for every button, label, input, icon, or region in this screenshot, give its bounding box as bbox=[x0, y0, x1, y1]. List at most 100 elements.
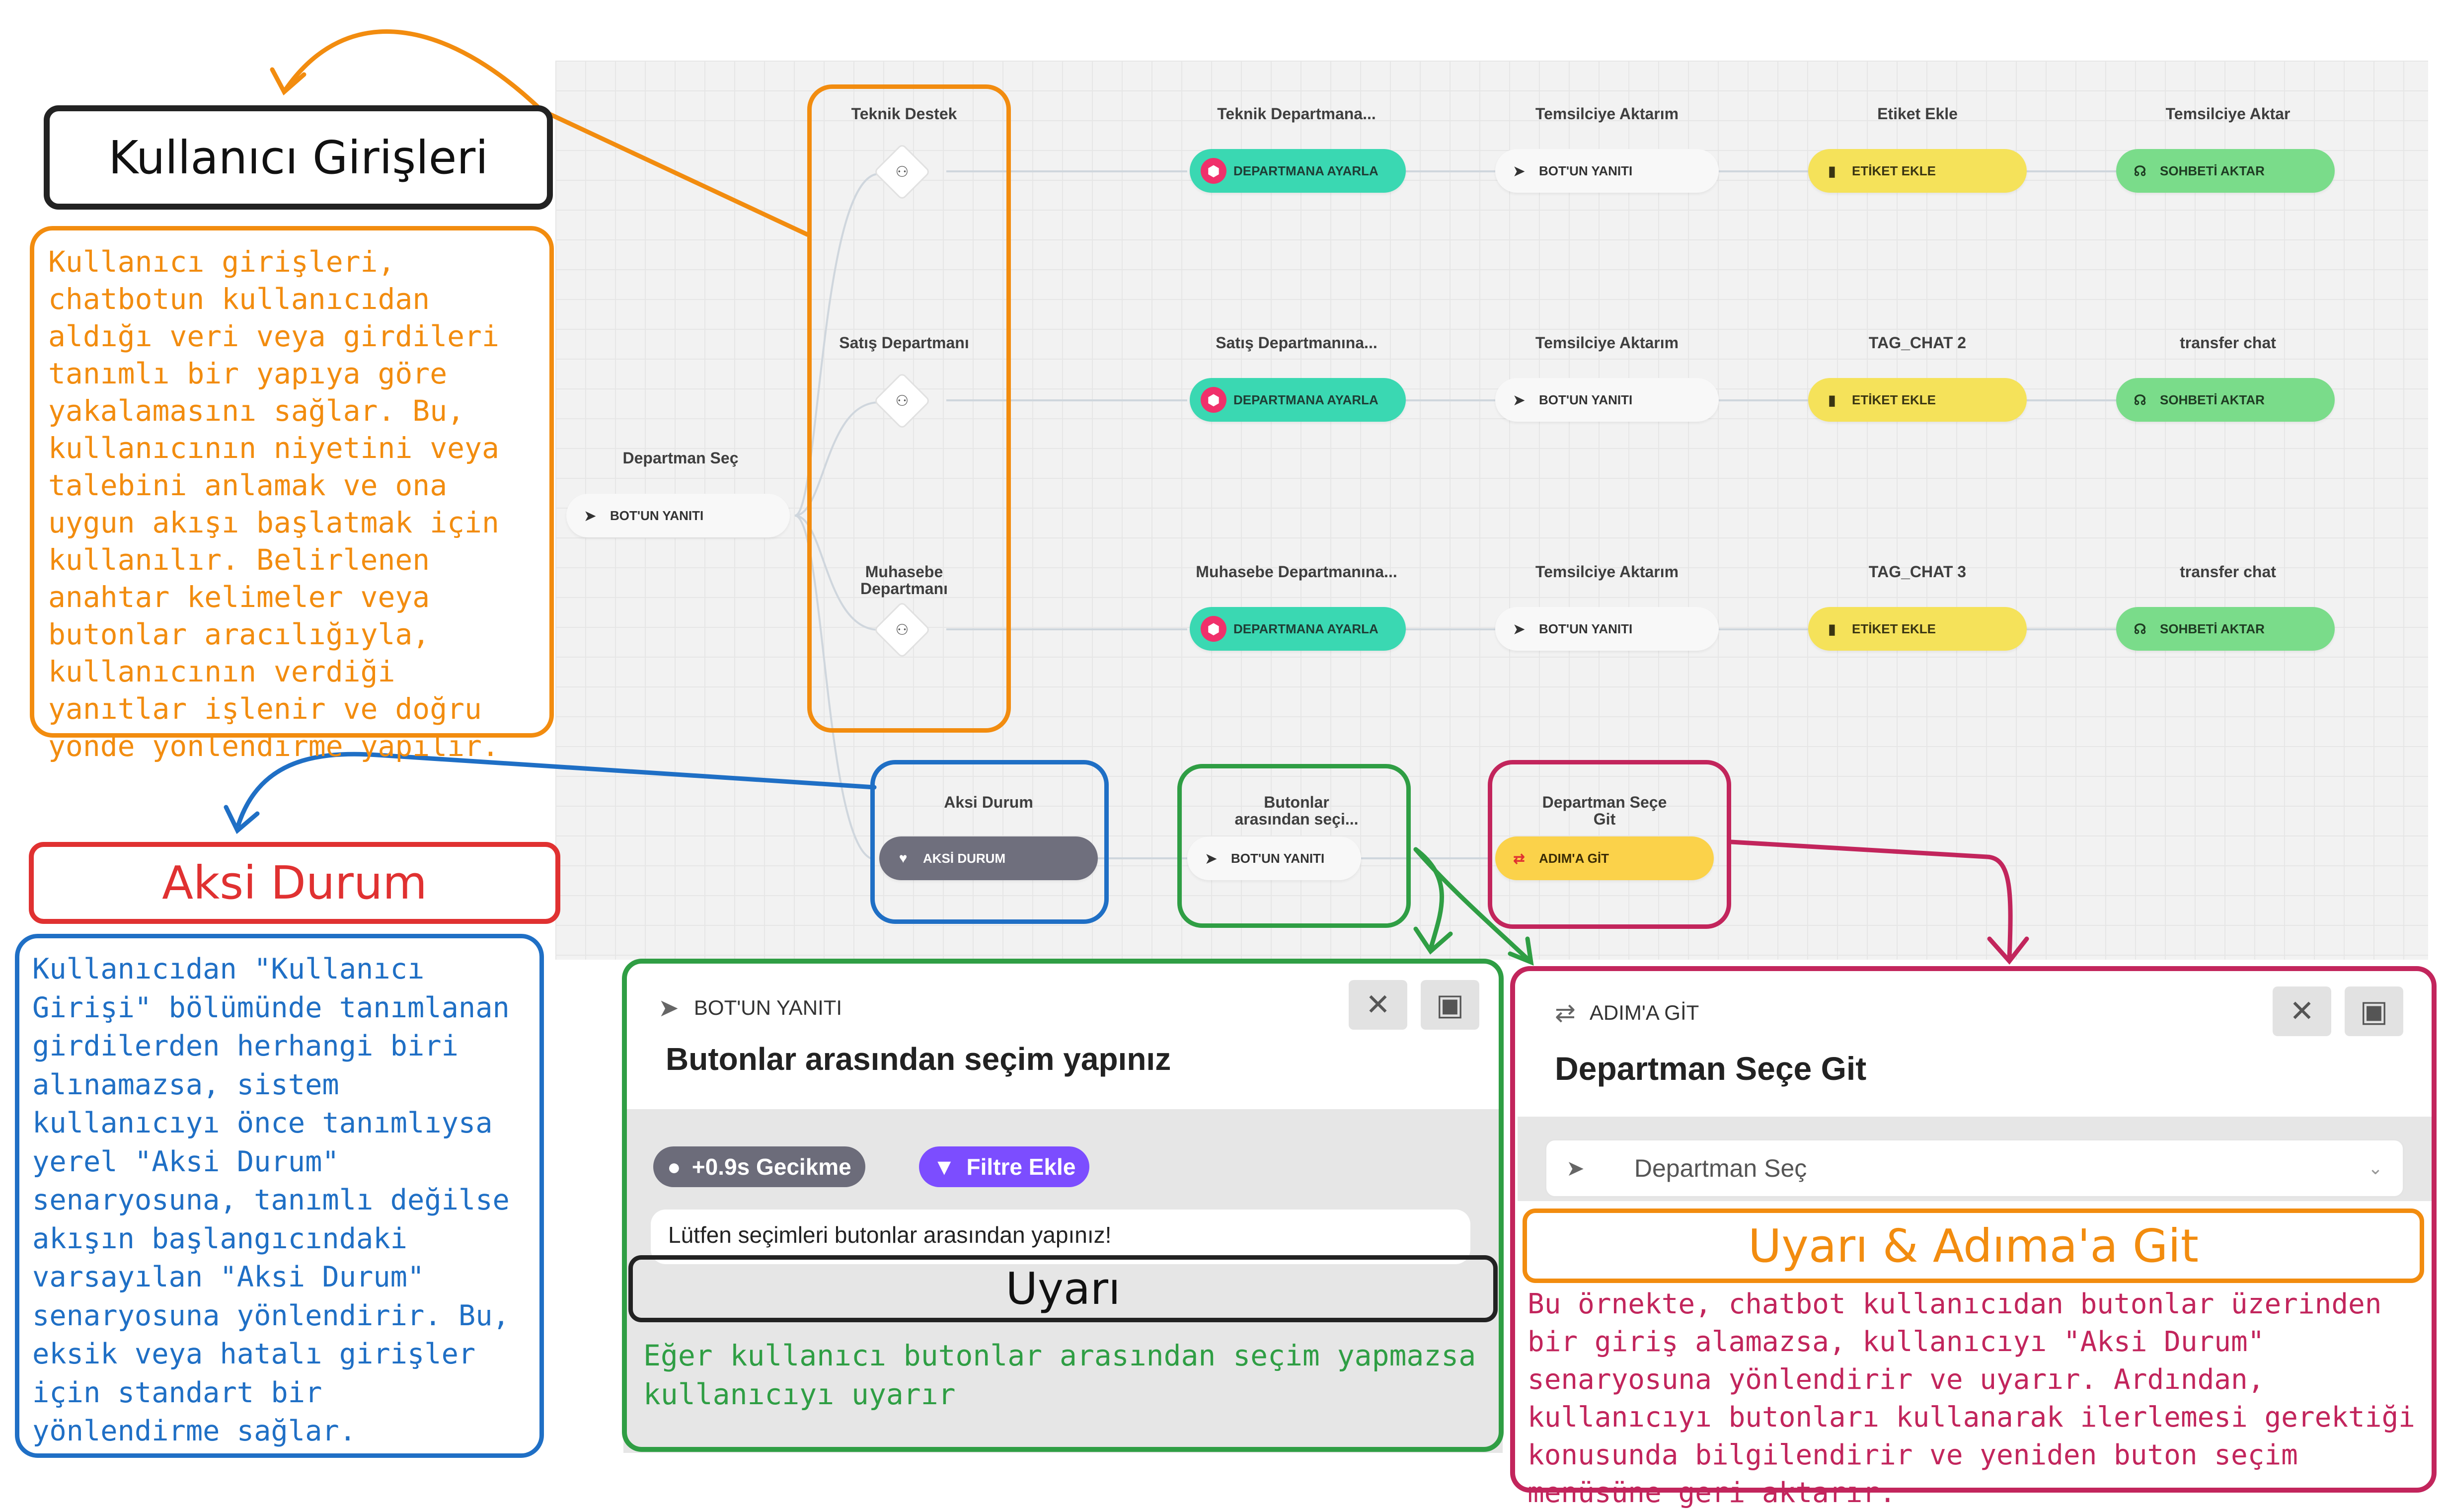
transfer-title-row3: transfer chat bbox=[2180, 563, 2276, 581]
dept-pill-row3[interactable]: ⬢ DEPARTMANA AYARLA bbox=[1190, 607, 1406, 651]
goto-pill-label: ADIM'A GİT bbox=[1539, 850, 1609, 866]
tag-pill-label: ETİKET EKLE bbox=[1852, 163, 1936, 178]
rep-pill-row3[interactable]: ➤ BOT'UN YANITI bbox=[1495, 607, 1719, 651]
save-button[interactable]: ▣ bbox=[1421, 980, 1479, 1030]
dept-pill-label: DEPARTMANA AYARLA bbox=[1233, 392, 1378, 407]
inputs-annotation-title: Kullanıcı Girişleri bbox=[44, 105, 553, 210]
fallback-pill-label: AKSİ DURUM bbox=[923, 850, 1006, 866]
input-title-row3: Muhasebe Departmanı bbox=[860, 563, 948, 598]
goto-highlight-box bbox=[1488, 760, 1731, 929]
input-title-row2: Satış Departmanı bbox=[839, 334, 969, 352]
rep-pill-label: BOT'UN YANITI bbox=[1539, 392, 1633, 407]
rep-pill-row2[interactable]: ➤ BOT'UN YANITI bbox=[1495, 378, 1719, 422]
inputs-annotation-title-text: Kullanıcı Girişleri bbox=[108, 131, 488, 184]
bot-reply-panel: ➤ BOT'UN YANITI Butonlar arasından seçim… bbox=[623, 961, 1503, 1453]
close-button[interactable]: ✕ bbox=[1349, 980, 1407, 1030]
paper-plane-icon: ➤ bbox=[658, 994, 679, 1022]
delay-chip[interactable]: ● +0.9s Gecikme bbox=[653, 1146, 865, 1187]
rep-pill-row1[interactable]: ➤ BOT'UN YANITI bbox=[1495, 149, 1719, 193]
warning-label-text: Uyarı bbox=[1005, 1263, 1121, 1314]
dept-pill-row1[interactable]: ⬢ DEPARTMANA AYARLA bbox=[1190, 149, 1406, 193]
transfer-pill-label: SOHBETİ AKTAR bbox=[2160, 392, 2265, 407]
fallback-highlight-box bbox=[870, 760, 1109, 924]
message-bubble[interactable]: Lütfen seçimleri butonlar arasından yapı… bbox=[651, 1210, 1470, 1264]
goto-save-button[interactable]: ▣ bbox=[2345, 986, 2403, 1036]
route-icon: ⇄ bbox=[1513, 850, 1525, 866]
rep-pill-label: BOT'UN YANITI bbox=[1539, 621, 1633, 636]
filter-icon: ▼ bbox=[933, 1154, 956, 1180]
paper-plane-icon: ➤ bbox=[1513, 163, 1525, 179]
paper-plane-icon: ➤ bbox=[584, 508, 596, 524]
fallback-annotation-text: Kullanıcıdan "Kullanıcı Girişi" bölümünd… bbox=[15, 934, 544, 1458]
filter-chip-label: Filtre Ekle bbox=[966, 1154, 1076, 1180]
tag-pill-row3[interactable]: ▮ ETİKET EKLE bbox=[1808, 607, 2027, 651]
transfer-pill-label: SOHBETİ AKTAR bbox=[2160, 163, 2265, 178]
transfer-pill-row2[interactable]: ☊ SOHBETİ AKTAR bbox=[2116, 378, 2335, 422]
save-icon: ▣ bbox=[1436, 988, 1464, 1021]
goto-node-title: Departman Seçe Git bbox=[1542, 793, 1667, 828]
start-node-title: Departman Seç bbox=[622, 449, 739, 467]
dept-pill-label: DEPARTMANA AYARLA bbox=[1233, 163, 1378, 178]
broken-heart-icon: ♥ bbox=[899, 850, 908, 866]
tag-pill-label: ETİKET EKLE bbox=[1852, 392, 1936, 407]
headset-icon: ☊ bbox=[2134, 392, 2146, 408]
step-select[interactable]: ➤ Departman Seç ⌄ bbox=[1545, 1139, 2404, 1198]
buttons-node-pill[interactable]: ➤ BOT'UN YANITI bbox=[1187, 836, 1361, 880]
headset-icon: ☊ bbox=[2134, 163, 2146, 179]
goto-type-label: ADIM'A GİT bbox=[1589, 1001, 1699, 1024]
dept-title-row2: Satış Departmanına... bbox=[1216, 334, 1377, 352]
bot-reply-title: Butonlar arasından seçim yapınız bbox=[666, 1041, 1171, 1077]
department-icon: ⬢ bbox=[1201, 616, 1226, 642]
department-icon: ⬢ bbox=[1201, 387, 1226, 413]
transfer-pill-row1[interactable]: ☊ SOHBETİ AKTAR bbox=[2116, 149, 2335, 193]
goto-label-text: Uyarı & Adıma'a Git bbox=[1748, 1219, 2199, 1273]
dept-pill-row2[interactable]: ⬢ DEPARTMANA AYARLA bbox=[1190, 378, 1406, 422]
tag-title-row2: TAG_CHAT 2 bbox=[1868, 334, 1967, 352]
transfer-pill-row3[interactable]: ☊ SOHBETİ AKTAR bbox=[2116, 607, 2335, 651]
inputs-annotation-text: Kullanıcı girişleri, chatbotun kullanıcı… bbox=[30, 226, 554, 763]
bookmark-icon: ▮ bbox=[1828, 392, 1836, 408]
goto-type: ⇄ ADIM'A GİT bbox=[1555, 998, 1699, 1027]
buttons-node-title: Butonlar arasından seçi... bbox=[1234, 793, 1359, 828]
buttons-highlight-box bbox=[1177, 764, 1411, 928]
paper-plane-icon: ➤ bbox=[1513, 392, 1525, 408]
close-icon: ✕ bbox=[2289, 994, 2315, 1028]
save-icon: ▣ bbox=[2360, 994, 2388, 1028]
goto-close-button[interactable]: ✕ bbox=[2273, 986, 2331, 1036]
goto-panel: ⇄ ADIM'A GİT Departman Seçe Git ✕ ▣ ➤ De… bbox=[1518, 968, 2432, 1509]
start-node-pill[interactable]: ➤ BOT'UN YANITI bbox=[566, 494, 790, 537]
paper-plane-icon: ➤ bbox=[1513, 621, 1525, 637]
bot-panel-highlight-box bbox=[622, 959, 1504, 1452]
input-title-row1: Teknik Destek bbox=[851, 105, 957, 123]
fallback-annotation-title: Aksi Durum bbox=[29, 842, 560, 924]
tag-title-row1: Etiket Ekle bbox=[1877, 105, 1958, 123]
chevron-down-icon: ⌄ bbox=[2368, 1158, 2383, 1178]
dept-title-row1: Teknik Departmana... bbox=[1217, 105, 1376, 123]
dept-title-row3: Muhasebe Departmanına... bbox=[1196, 563, 1397, 581]
goto-text: Bu örnekte, chatbot kullanıcıdan butonla… bbox=[1528, 1288, 2415, 1509]
department-icon: ⬢ bbox=[1201, 158, 1226, 184]
transfer-title-row2: transfer chat bbox=[2180, 334, 2276, 352]
dept-pill-label: DEPARTMANA AYARLA bbox=[1233, 621, 1378, 636]
goto-label-box: Uyarı & Adıma'a Git bbox=[1523, 1209, 2424, 1283]
tag-pill-row1[interactable]: ▮ ETİKET EKLE bbox=[1808, 149, 2027, 193]
transfer-pill-label: SOHBETİ AKTAR bbox=[2160, 621, 2265, 636]
tag-title-row3: TAG_CHAT 3 bbox=[1868, 563, 1967, 581]
bot-reply-type-label: BOT'UN YANITI bbox=[693, 996, 842, 1019]
tag-pill-label: ETİKET EKLE bbox=[1852, 621, 1936, 636]
tag-pill-row2[interactable]: ▮ ETİKET EKLE bbox=[1808, 378, 2027, 422]
paper-plane-icon: ➤ bbox=[1205, 850, 1217, 866]
message-text: Lütfen seçimleri butonlar arasından yapı… bbox=[668, 1222, 1112, 1248]
fallback-node-pill[interactable]: ♥ AKSİ DURUM bbox=[879, 836, 1098, 880]
fallback-node-title: Aksi Durum bbox=[944, 793, 1033, 811]
goto-node-pill[interactable]: ⇄ ADIM'A GİT bbox=[1495, 836, 1714, 880]
warning-label-box: Uyarı bbox=[628, 1255, 1498, 1322]
bookmark-icon: ▮ bbox=[1828, 621, 1836, 637]
fallback-annotation-title-text: Aksi Durum bbox=[162, 856, 427, 909]
rep-title-row3: Temsilciye Aktarım bbox=[1535, 563, 1679, 581]
buttons-pill-label: BOT'UN YANITI bbox=[1231, 850, 1325, 866]
filter-chip[interactable]: ▼ Filtre Ekle bbox=[919, 1146, 1090, 1187]
rep-pill-label: BOT'UN YANITI bbox=[1539, 163, 1633, 178]
inputs-highlight-box bbox=[807, 84, 1011, 733]
goto-title: Departman Seçe Git bbox=[1555, 1050, 1867, 1087]
